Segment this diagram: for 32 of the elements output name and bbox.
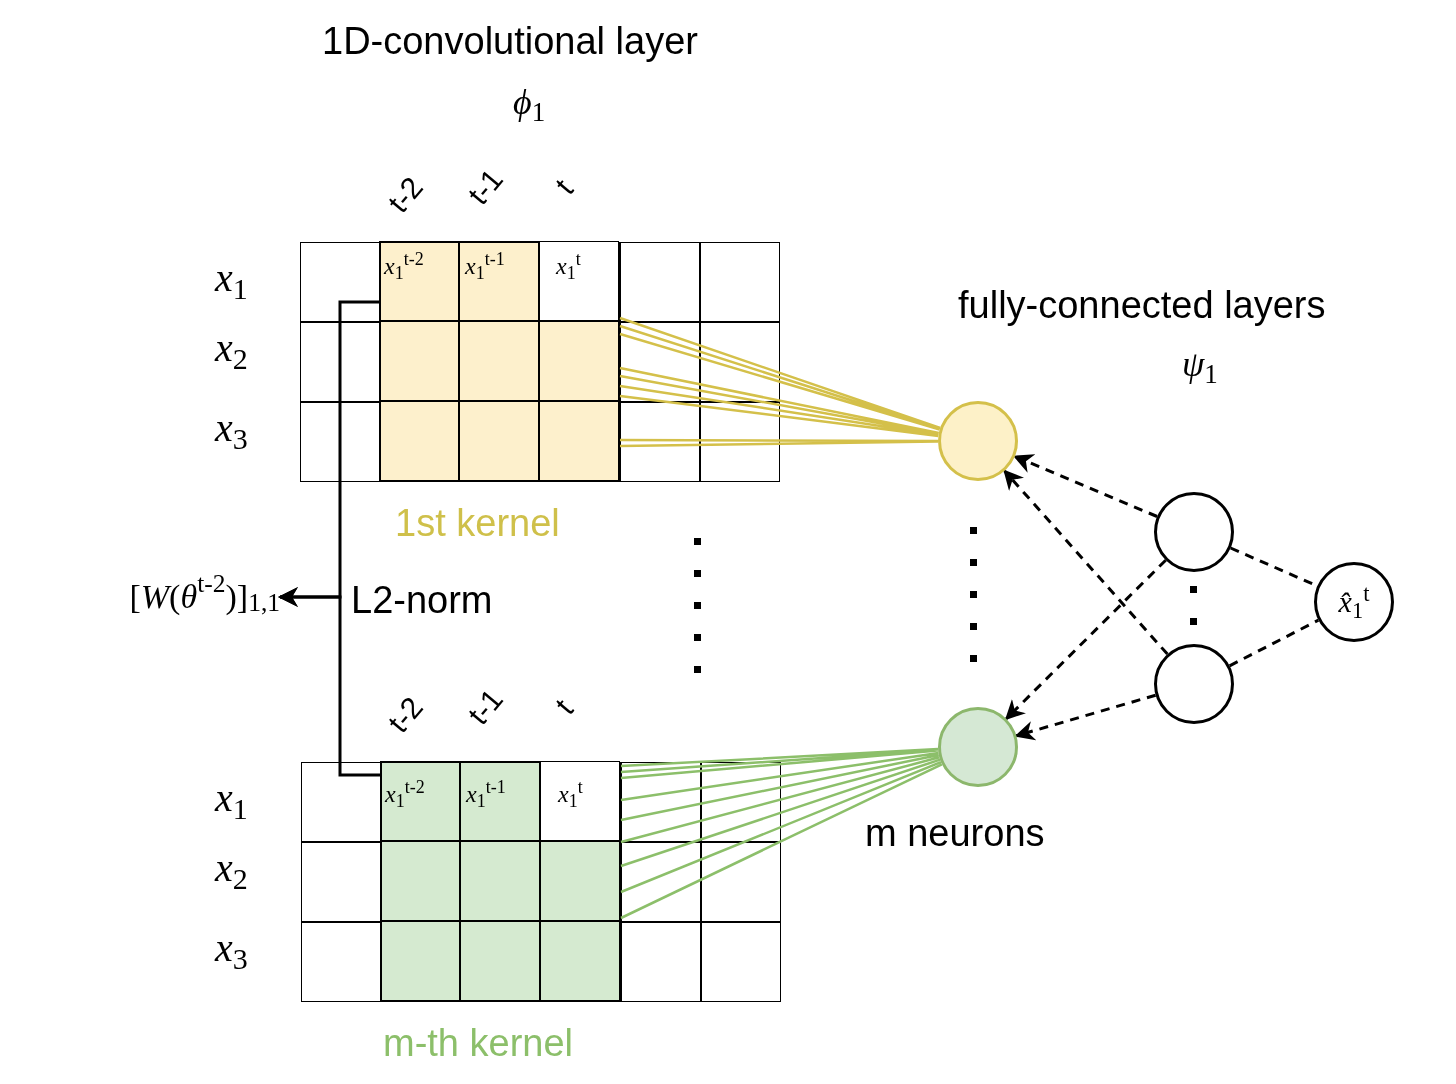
math-label: x$_{1}$ <box>215 258 248 298</box>
math-label: ϕ$_{1}$ <box>513 84 546 120</box>
layer-title: 1D-convolutional layer <box>322 22 698 60</box>
dashed-connection <box>1014 693 1157 741</box>
formula-text: [W(θ$^{t-2}$)]$_{1,1}$ <box>0 572 280 622</box>
input-grid <box>301 762 781 1002</box>
time-step-label: t-2 <box>382 691 429 739</box>
math-label: ψ$_{1}$ <box>1182 346 1218 382</box>
dashed-connection <box>1004 559 1167 721</box>
node-caption: m-th kernel <box>383 1021 574 1066</box>
time-step-label: t-1 <box>462 163 509 211</box>
time-step-label: t-1 <box>462 683 509 731</box>
layer-title: fully-connected layers <box>958 286 1326 324</box>
kernel-connection-lines <box>619 747 944 920</box>
math-label: x$_{3}$ <box>215 928 248 968</box>
dashed-connection <box>1003 469 1169 656</box>
arrow <box>278 587 381 777</box>
input-grid <box>300 242 780 482</box>
math-label: x$_{2}$ <box>215 848 248 888</box>
time-step-label: t <box>550 694 579 720</box>
node-caption: 1st kernel <box>395 501 560 546</box>
node-caption: m neurons <box>865 811 1045 856</box>
kernel-region <box>379 241 620 482</box>
dashed-connection <box>1013 454 1158 518</box>
time-step-label: t-2 <box>382 171 429 219</box>
math-label: x$_{2}$ <box>215 328 248 368</box>
kernel-connection-lines <box>618 316 942 448</box>
math-label: x$_{1}$ <box>215 778 248 818</box>
dashed-connection <box>1228 618 1320 668</box>
time-step-label: t <box>550 174 579 200</box>
math-label: x$_{3}$ <box>215 408 248 448</box>
kernel-region <box>380 761 621 1002</box>
